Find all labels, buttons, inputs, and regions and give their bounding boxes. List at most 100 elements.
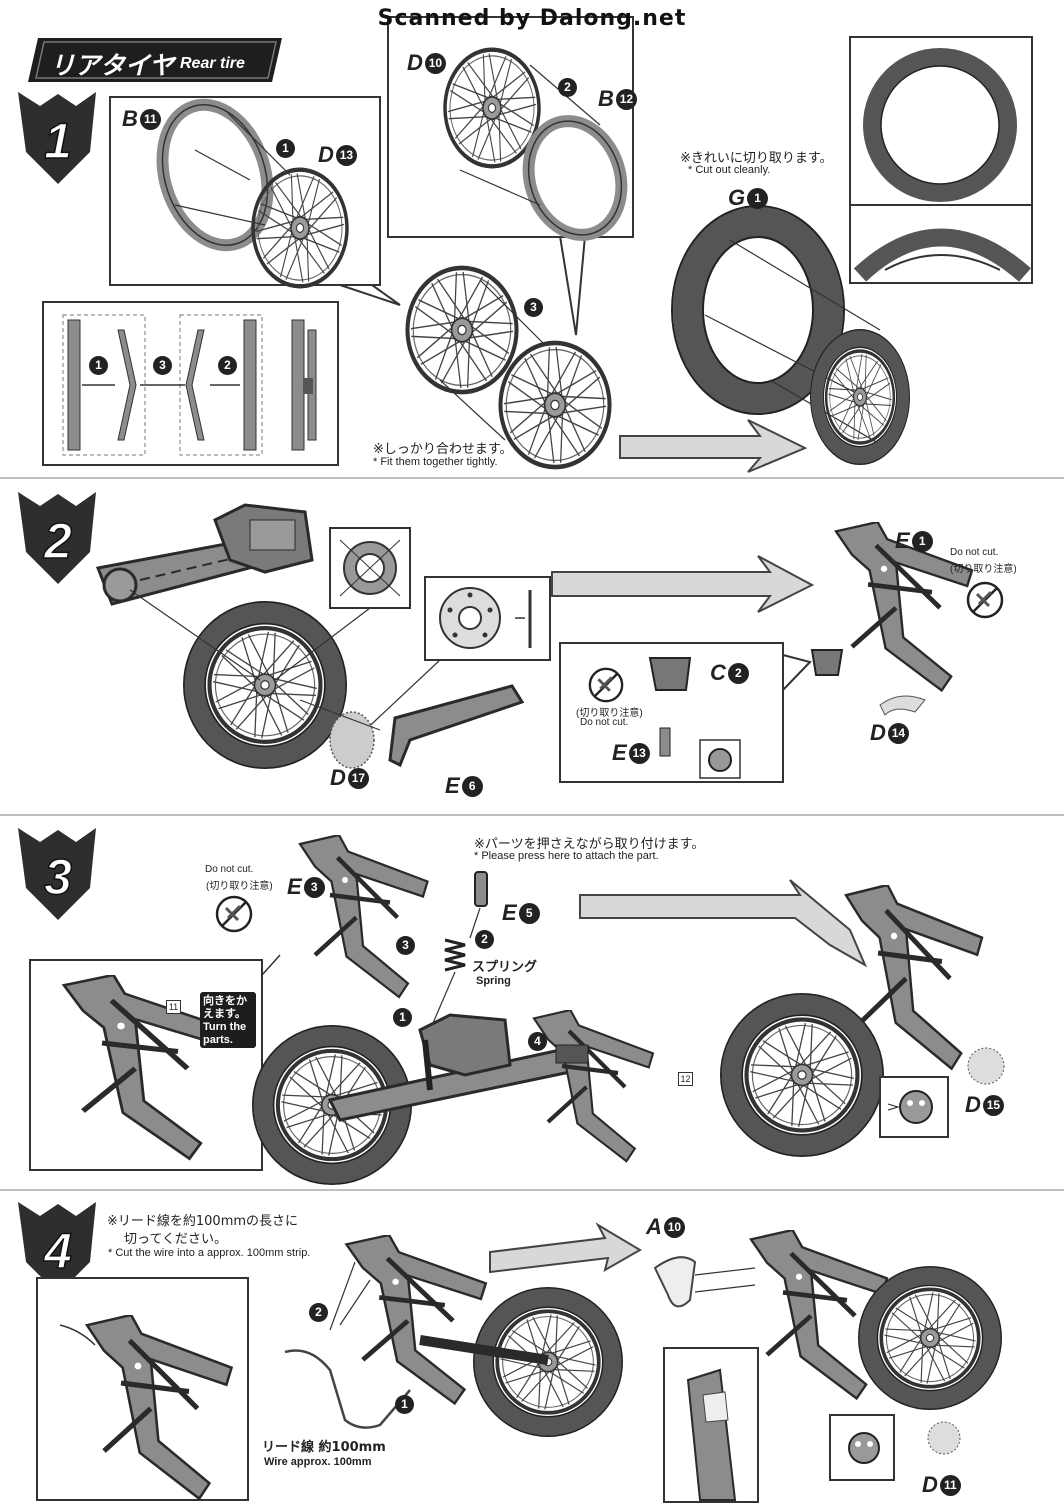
turn-parts-box: [29, 954, 281, 1171]
spring-label-en: Spring: [476, 975, 511, 987]
wire-detail-box: [36, 1277, 249, 1500]
step-arrow-number: 2: [218, 356, 237, 375]
wire-note-jp-1: ※リード線を約100mmの長さに: [107, 1214, 299, 1229]
swingarm-step3: [327, 1013, 573, 1122]
next-arrow-step3: [579, 879, 868, 968]
step1-box-rim-assembly-2: [387, 16, 634, 336]
rear-wheel-step4-done: [859, 1267, 1002, 1410]
assembled-wheel-step1: [811, 330, 910, 465]
do-not-cut-en-3: Do not cut.: [205, 864, 254, 875]
step-arrow-number: 3: [524, 298, 543, 317]
step-number-2: 2: [43, 513, 72, 569]
step-arrow-number: 1: [395, 1395, 414, 1414]
detail-box-hub: [274, 527, 411, 681]
wire-note-jp-2: 切ってください。: [124, 1232, 227, 1247]
step-arrow-number: 1: [393, 1008, 412, 1027]
step-number-4: 4: [43, 1223, 72, 1279]
part-a10: [653, 1256, 697, 1308]
detail-box-tire: [849, 36, 1033, 284]
step-arrow-number: 1: [89, 356, 108, 375]
shock-e5-spring: [429, 871, 488, 1031]
note-cut-cleanly-jp: ※きれいに切り取ります。: [680, 151, 833, 166]
note-press-jp: ※パーツを押さえながら取り付けます。: [474, 837, 705, 852]
rear-wheel-step4: [474, 1288, 623, 1437]
wire-label-en: Wire approx. 100mm: [264, 1456, 372, 1468]
step-dividers: [0, 477, 1064, 1191]
frame-step3-main: [300, 835, 428, 997]
frame-step4: [346, 1235, 485, 1403]
do-not-cut-icon-2: [588, 667, 624, 703]
step-arrow-number: 1: [276, 139, 295, 158]
spring-label-jp: スプリング: [472, 960, 538, 975]
section-title-en: Rear tire: [180, 55, 245, 72]
title-banner: [28, 38, 282, 82]
step-badge-2: 2: [18, 492, 96, 584]
caliper-arm-e6: [299, 684, 525, 768]
swingarm-assembly: [95, 503, 314, 606]
detail-box-cap: [879, 1047, 1005, 1138]
lead-wire: [284, 1349, 411, 1429]
do-not-cut-en-2: Do not cut.: [580, 717, 629, 728]
cross-section-box: [42, 301, 339, 466]
wire-label-jp: リード線 約100mm: [262, 1440, 386, 1455]
do-not-cut-jp-2: (切り取り注意): [576, 708, 643, 719]
detail-box-step4: [663, 1347, 961, 1503]
step-arrow-number: 4: [528, 1032, 547, 1051]
brake-disc-d17: [329, 711, 375, 769]
seat-part-on-frame: [810, 649, 926, 716]
step-badge-3: 3: [18, 828, 96, 920]
note-press-en: * Please press here to attach the part.: [474, 850, 659, 862]
frame-step3-rear: [534, 1010, 653, 1161]
step-arrow-number: 2: [309, 1303, 328, 1322]
step-number-1: 1: [44, 113, 72, 169]
guide-line: [129, 589, 261, 681]
step-arrow-number: 3: [396, 936, 415, 955]
next-arrow-step1: [619, 419, 808, 473]
step-arrow-number: 2: [558, 78, 577, 97]
turn-parts-label: 向きをかえます。Turn the parts.: [200, 992, 256, 1048]
section-title-jp: リアタイヤ: [50, 51, 175, 80]
do-not-cut-jp-3: (切り取り注意): [206, 881, 273, 892]
rear-wheel-step2: [184, 602, 346, 768]
note-fit-en: * Fit them together tightly.: [373, 456, 498, 468]
step-number-3: 3: [44, 849, 72, 905]
rear-wheel-step3-done: [721, 994, 883, 1156]
rim-b12: [522, 115, 628, 241]
reference-flag-12: 12: [678, 1072, 693, 1086]
next-arrow-step2: [551, 555, 815, 613]
seat-cup-part: [555, 1044, 589, 1064]
note-fit-jp: ※しっかり合わせます。: [373, 442, 513, 457]
step-badge-1: 1: [18, 92, 96, 184]
wheel-pair: [399, 258, 618, 477]
detail-box-disc: [359, 576, 551, 736]
do-not-cut-jp: (切り取り注意): [950, 564, 1017, 575]
scan-credit: Scanned by Dalong.net: [377, 6, 687, 31]
step-arrow-number: 2: [475, 930, 494, 949]
step-arrow-number: 3: [153, 356, 172, 375]
swingarm-step4: [419, 1335, 549, 1365]
do-not-cut-en: Do not cut.: [950, 547, 999, 558]
note-cut-cleanly-en: * Cut out cleanly.: [688, 164, 771, 176]
next-arrow-step4: [489, 1222, 642, 1274]
do-not-cut-icon-3: [215, 895, 253, 933]
reference-flag-11: 11: [166, 1000, 181, 1014]
step-badge-4: 4: [18, 1202, 96, 1294]
do-not-cut-icon: [966, 581, 1004, 619]
